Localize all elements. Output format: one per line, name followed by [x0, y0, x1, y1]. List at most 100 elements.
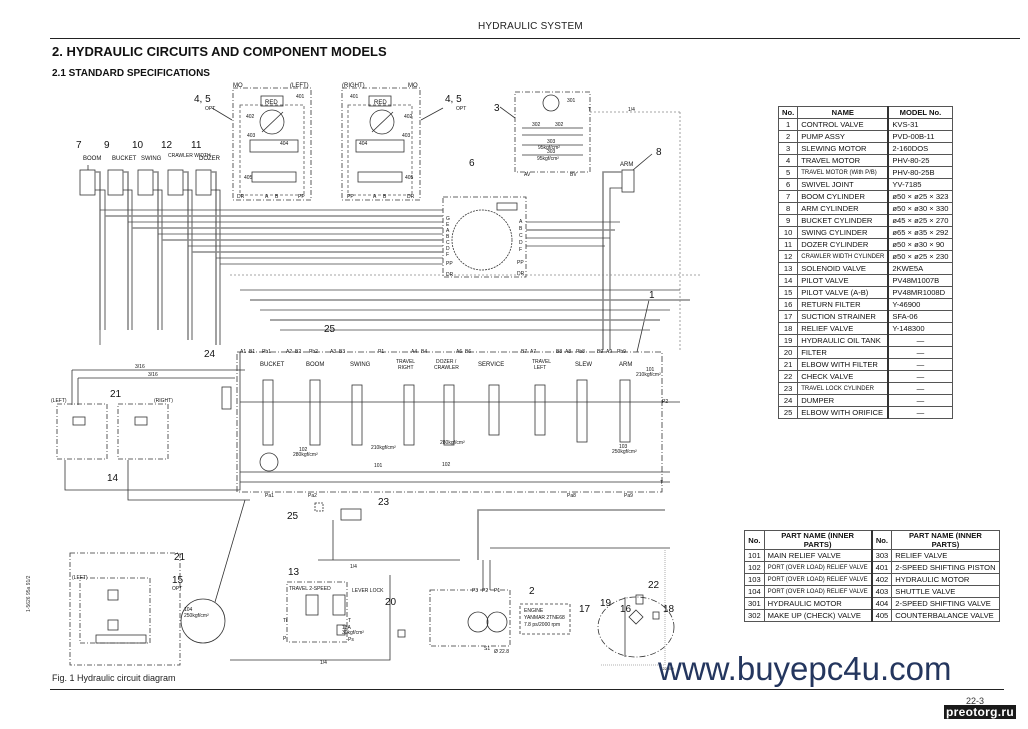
- row-model: —: [887, 346, 953, 359]
- sol-p: P: [283, 636, 287, 642]
- port-b6: B6: [465, 349, 471, 355]
- travel-lock-cylinder-23: [340, 508, 362, 521]
- row-no: 25: [777, 406, 799, 419]
- id-102-a: 102: [299, 447, 308, 453]
- elbow-orifice-25: [314, 502, 324, 512]
- pump-assy-2: [429, 509, 670, 647]
- swivel-port-a: A: [519, 219, 523, 225]
- header-no-2: No.: [870, 530, 893, 550]
- callout-20: 20: [385, 597, 397, 608]
- row-no: 18: [777, 322, 799, 335]
- row-name: RETURN FILTER: [797, 298, 889, 311]
- label-a-left: A: [265, 194, 269, 200]
- row-name: DOZER CYLINDER: [797, 238, 889, 251]
- relief-detail-104: [180, 499, 246, 644]
- row-name: CHECK VALVE: [797, 370, 889, 383]
- row-no: 13: [777, 262, 799, 275]
- row-part-1: PORT (OVER LOAD) RELIEF VALVE: [763, 585, 873, 598]
- pipe-316-b: 3/16: [148, 372, 158, 378]
- cylinder-arm: [602, 169, 635, 350]
- callout-4-5-left: 4, 5: [194, 94, 211, 105]
- row-no-1: 102: [744, 561, 765, 574]
- port-a1: A1: [240, 349, 246, 355]
- row-no-2: 404: [870, 597, 893, 610]
- id-101-b: 101: [646, 367, 655, 373]
- pump-p1: P1: [494, 588, 500, 594]
- row-model: —: [887, 334, 953, 347]
- label-403-left: 403: [247, 133, 256, 139]
- row-no-2: 401: [870, 561, 893, 574]
- port-b3: B3: [339, 349, 345, 355]
- callout-19: 19: [600, 598, 612, 609]
- callout-21: 21: [110, 389, 122, 400]
- pipe-316-a: 3/16: [135, 364, 145, 370]
- port-b4: B4: [421, 349, 427, 355]
- callout-6: 6: [469, 158, 475, 169]
- row-name: SUCTION STRAINER: [797, 310, 889, 323]
- callout-17: 17: [579, 604, 591, 615]
- pump-p3: P3: [472, 588, 478, 594]
- row-name: PILOT VALVE (A-B): [797, 286, 889, 299]
- row-no: 2: [777, 130, 799, 143]
- row-part-2: 2-SPEED SHIFTING VALVE: [891, 597, 1000, 610]
- callout-7: 7: [76, 140, 82, 151]
- port-pb9: Pb9: [617, 349, 626, 355]
- section-travel-left: TRAVEL: [532, 359, 551, 365]
- label-right: (RIGHT): [342, 83, 365, 89]
- port-pb1: Pb1: [262, 349, 271, 355]
- row-model: ø65 × ø35 × 292: [887, 226, 953, 239]
- port-a6: A6: [456, 349, 462, 355]
- label-quarter: 1/4: [628, 107, 635, 113]
- port-a2: A2: [286, 349, 292, 355]
- label-pp-left: PP: [298, 194, 305, 200]
- row-name: DUMPER: [797, 394, 889, 407]
- pressure-labels: 210kgf/cm² 101 102 280kgf/cm² 280kgf/cm²…: [265, 367, 668, 499]
- label-303a: 303: [547, 139, 556, 145]
- row-no-2: 405: [870, 609, 893, 622]
- label-mo-right: MO: [408, 83, 418, 89]
- row-no-2: 402: [870, 573, 893, 586]
- row-name: SLEWING MOTOR: [797, 142, 889, 155]
- callout-9: 9: [104, 140, 110, 151]
- watermark-link[interactable]: www.buyepc4u.com: [658, 650, 952, 687]
- row-name: SOLENOID VALVE: [797, 262, 889, 275]
- pipe-14-bottom: 1/4: [320, 660, 327, 666]
- row-name: ELBOW WITH ORIFICE: [797, 406, 889, 419]
- callout-21-opt: 21: [174, 552, 186, 563]
- row-part-2: COUNTERBALANCE VALVE: [891, 609, 1000, 622]
- row-name: BUCKET CYLINDER: [797, 214, 889, 227]
- site-badge[interactable]: preotorg.ru: [944, 705, 1016, 719]
- section-service: SERVICE: [478, 362, 504, 368]
- engine-model: YANMAR 2TNE68: [524, 615, 565, 621]
- header-part-name-1: PART NAME (INNER PARTS): [763, 530, 873, 550]
- engine-label: ENGINE: [524, 608, 544, 614]
- section-title: 2. HYDRAULIC CIRCUITS AND COMPONENT MODE…: [52, 44, 387, 59]
- swivel-port-lf: F: [446, 252, 449, 258]
- row-name: PUMP ASSY: [797, 130, 889, 143]
- row-name: TRAVEL MOTOR: [797, 154, 889, 167]
- row-model: KVS-31: [887, 118, 953, 131]
- port-b7: B7: [521, 349, 527, 355]
- row-no: 11: [777, 238, 799, 251]
- pressure-104-250: 250kgf/cm²: [184, 613, 209, 619]
- pump-dia: Ø 22.8: [494, 649, 509, 655]
- id-13a: 13A: [342, 625, 352, 631]
- label-404-right: 404: [359, 141, 368, 147]
- swivel-port-ld: D: [446, 246, 450, 252]
- row-model: Y-148300: [887, 322, 953, 335]
- row-no: 16: [777, 298, 799, 311]
- row-model: ø45 × ø25 × 270: [887, 214, 953, 227]
- row-name: SWIVEL JOINT: [797, 178, 889, 191]
- swivel-ports: A B C D F PP DR G E A B C D F PP DR: [446, 216, 525, 278]
- swivel-port-la: A: [446, 228, 450, 234]
- label-403-right: 403: [402, 133, 411, 139]
- row-part-1: PORT (OVER LOAD) RELIEF VALVE: [763, 573, 873, 586]
- control-valve-block: [236, 351, 680, 493]
